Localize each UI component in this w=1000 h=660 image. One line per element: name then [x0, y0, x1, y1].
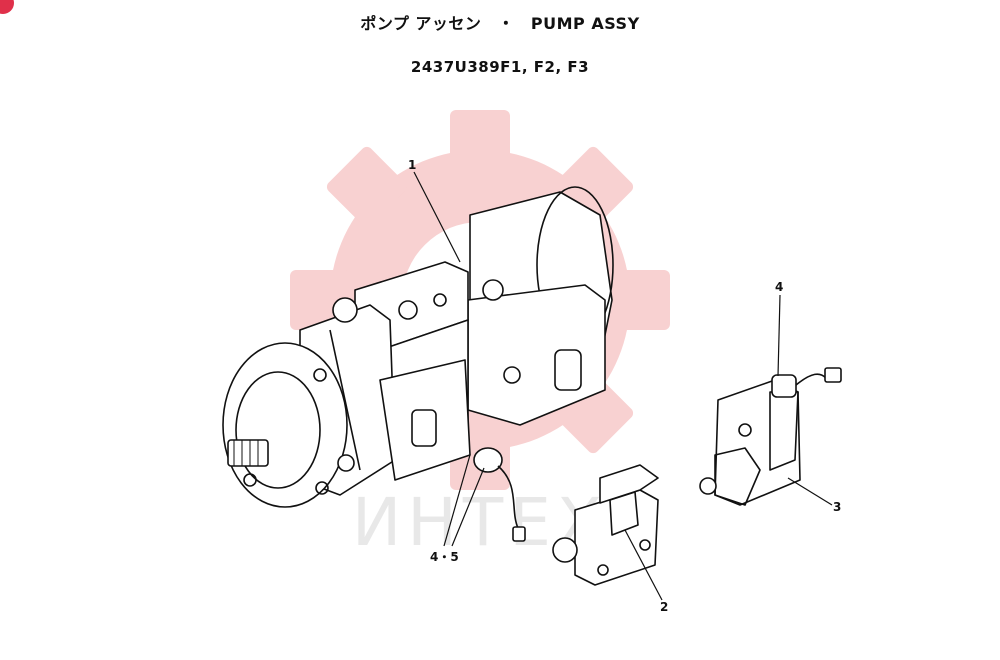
pump-main-assembly: [222, 186, 614, 542]
corner-badge: [0, 0, 14, 14]
callout-4-5: 4・5: [430, 550, 459, 564]
callout-3: 3: [833, 500, 842, 514]
page-title: ポンプ アッセン ・ PUMP ASSY: [360, 14, 640, 33]
callout-4: 4: [775, 280, 784, 294]
leader-lines: [413, 171, 833, 601]
solenoid-item-4: [771, 367, 842, 398]
callout-2: 2: [660, 600, 669, 614]
part-number-list: 2437U389F1, F2, F3: [410, 58, 590, 76]
regulator-item-2: [552, 464, 659, 586]
regulator-item-3: [699, 379, 801, 506]
callout-1: 1: [408, 158, 417, 172]
